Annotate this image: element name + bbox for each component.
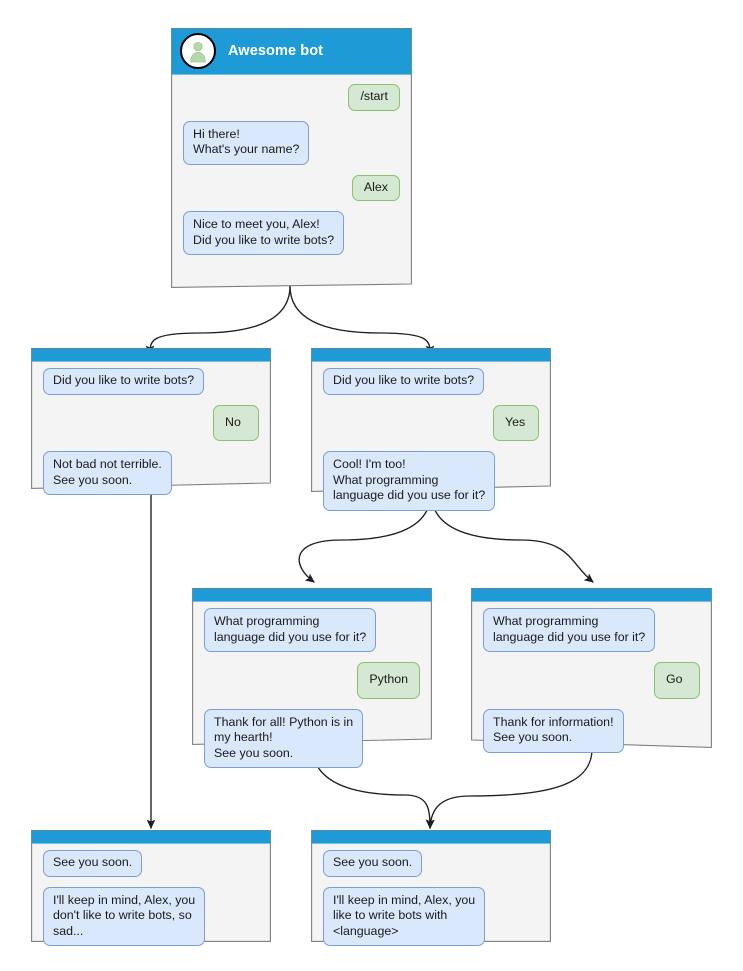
user-message-bubble[interactable]: Go bbox=[654, 662, 700, 699]
message-row: I'll keep in mind, Alex, you like to wri… bbox=[323, 886, 539, 946]
message-row: Thank for information! See you soon. bbox=[483, 708, 700, 753]
message-row: /start bbox=[183, 84, 400, 111]
message-row: Cool! I'm too! What programming language… bbox=[323, 451, 539, 511]
bot-message-bubble[interactable]: Did you like to write bots? bbox=[323, 368, 485, 395]
card-start[interactable]: Awesome bot /start Hi there! What's your… bbox=[171, 28, 412, 288]
card-answer-yes[interactable]: Did you like to write bots? Yes Cool! I'… bbox=[311, 348, 551, 511]
message-row: Thank for all! Python is in my hearth! S… bbox=[204, 708, 420, 768]
card-content: What programming language did you use fo… bbox=[192, 588, 432, 768]
chat-thread: /start Hi there! What's your name? Alex … bbox=[171, 74, 412, 255]
card-language-python[interactable]: What programming language did you use fo… bbox=[192, 588, 432, 768]
message-row: Hi there! What's your name? bbox=[183, 120, 400, 165]
person-avatar-icon bbox=[180, 33, 216, 69]
message-row: Not bad not terrible. See you soon. bbox=[43, 451, 259, 495]
chat-thread: What programming language did you use fo… bbox=[471, 601, 712, 753]
bot-message-bubble[interactable]: Hi there! What's your name? bbox=[183, 120, 310, 165]
message-row: What programming language did you use fo… bbox=[204, 608, 420, 652]
message-row: What programming language did you use fo… bbox=[483, 608, 700, 652]
message-row: No bbox=[43, 404, 259, 441]
card-content: Did you like to write bots? Yes Cool! I'… bbox=[311, 348, 551, 511]
bot-title: Awesome bot bbox=[228, 43, 324, 59]
card-content: Awesome bot /start Hi there! What's your… bbox=[171, 28, 412, 288]
user-message-bubble[interactable]: Yes bbox=[493, 404, 539, 441]
user-message-bubble[interactable]: /start bbox=[348, 84, 400, 111]
card-header bbox=[311, 830, 551, 843]
user-message-bubble[interactable]: Alex bbox=[351, 174, 400, 201]
bot-message-bubble[interactable]: What programming language did you use fo… bbox=[483, 608, 656, 652]
card-end-no[interactable]: See you soon. I'll keep in mind, Alex, y… bbox=[31, 830, 271, 946]
connector-start-to-no bbox=[145, 285, 291, 356]
card-header bbox=[31, 348, 271, 361]
message-row: Nice to meet you, Alex! Did you like to … bbox=[183, 211, 400, 255]
message-row: Alex bbox=[183, 174, 400, 201]
message-row: Did you like to write bots? bbox=[43, 368, 259, 395]
card-content: What programming language did you use fo… bbox=[471, 588, 712, 753]
card-content: See you soon. I'll keep in mind, Alex, y… bbox=[311, 830, 551, 946]
card-header bbox=[471, 588, 712, 601]
user-message-bubble[interactable]: Python bbox=[357, 662, 420, 699]
message-row: Python bbox=[204, 662, 420, 699]
bot-message-bubble[interactable]: See you soon. bbox=[323, 850, 423, 877]
user-message-bubble[interactable]: No bbox=[213, 404, 259, 441]
chat-thread: See you soon. I'll keep in mind, Alex, y… bbox=[311, 843, 551, 946]
card-header bbox=[31, 830, 271, 843]
chat-thread: What programming language did you use fo… bbox=[192, 601, 432, 768]
chat-thread: Did you like to write bots? Yes Cool! I'… bbox=[311, 361, 551, 511]
card-language-go[interactable]: What programming language did you use fo… bbox=[471, 588, 712, 753]
message-row: See you soon. bbox=[43, 850, 259, 877]
bot-message-bubble[interactable]: See you soon. bbox=[43, 850, 143, 877]
card-header bbox=[311, 348, 551, 361]
bot-message-bubble[interactable]: I'll keep in mind, Alex, you like to wri… bbox=[323, 886, 486, 946]
chat-thread: See you soon. I'll keep in mind, Alex, y… bbox=[31, 843, 271, 946]
card-content: Did you like to write bots? No Not bad n… bbox=[31, 348, 271, 495]
message-row: I'll keep in mind, Alex, you don't like … bbox=[43, 886, 259, 946]
message-row: Did you like to write bots? bbox=[323, 368, 539, 395]
bot-message-bubble[interactable]: Did you like to write bots? bbox=[43, 368, 205, 395]
bot-message-bubble[interactable]: Cool! I'm too! What programming language… bbox=[323, 451, 496, 511]
card-content: See you soon. I'll keep in mind, Alex, y… bbox=[31, 830, 271, 946]
bot-message-bubble[interactable]: What programming language did you use fo… bbox=[204, 608, 377, 652]
bot-message-bubble[interactable]: Not bad not terrible. See you soon. bbox=[43, 451, 172, 495]
message-row: Go bbox=[483, 662, 700, 699]
chat-thread: Did you like to write bots? No Not bad n… bbox=[31, 361, 271, 495]
bot-message-bubble[interactable]: Thank for information! See you soon. bbox=[483, 708, 624, 753]
card-header bbox=[192, 588, 432, 601]
card-header: Awesome bot bbox=[171, 28, 412, 74]
message-row: See you soon. bbox=[323, 850, 539, 877]
card-end-yes[interactable]: See you soon. I'll keep in mind, Alex, y… bbox=[311, 830, 551, 946]
message-row: Yes bbox=[323, 404, 539, 441]
card-answer-no[interactable]: Did you like to write bots? No Not bad n… bbox=[31, 348, 271, 495]
bot-message-bubble[interactable]: Thank for all! Python is in my hearth! S… bbox=[204, 708, 364, 768]
connector-go-to-end bbox=[426, 748, 593, 830]
connector-start-to-yes bbox=[289, 285, 435, 356]
bot-message-bubble[interactable]: Nice to meet you, Alex! Did you like to … bbox=[183, 211, 345, 255]
bot-message-bubble[interactable]: I'll keep in mind, Alex, you don't like … bbox=[43, 886, 206, 946]
